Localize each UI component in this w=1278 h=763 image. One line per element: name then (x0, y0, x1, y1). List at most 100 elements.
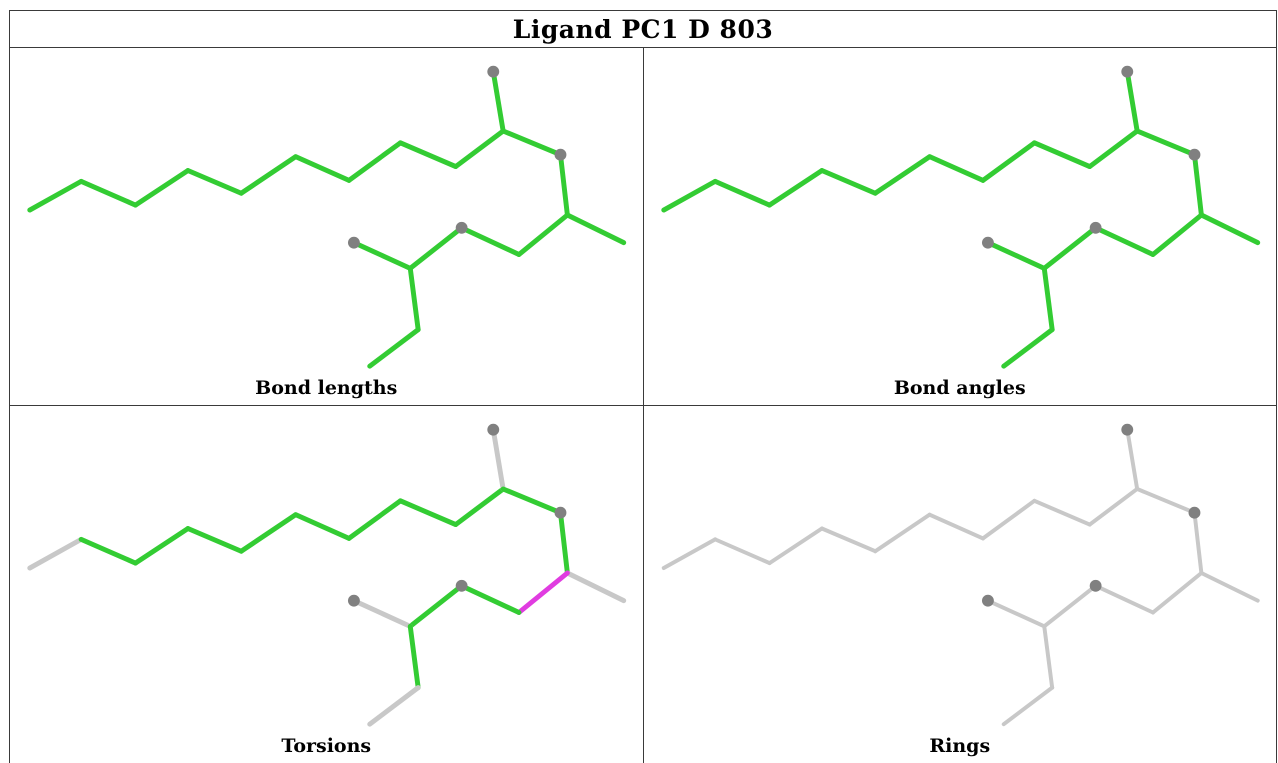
panel-row-bottom: Torsions Rings (10, 406, 1276, 763)
bond-c14-o4 (985, 598, 1046, 629)
bond-c10-o2 (500, 128, 563, 158)
bond-o3-c14 (1041, 225, 1098, 271)
bond-c7-c8 (346, 498, 403, 541)
bond-c14-c15 (1041, 624, 1054, 690)
atom-o3 (455, 221, 468, 234)
bond-c10-o1 (490, 427, 506, 492)
page-title: Ligand PC1 D 803 (10, 11, 1276, 48)
bond-c8-c9 (397, 140, 459, 170)
atom-o1 (487, 423, 500, 436)
bond-o2-c11 (1191, 510, 1203, 575)
bond-c4-c5 (185, 526, 244, 554)
bond-c10-o2 (500, 486, 563, 516)
atom-o3 (1089, 221, 1102, 234)
caption-rings: Rings (929, 735, 991, 757)
bond-c10-o2 (1134, 128, 1197, 158)
bond-c7-c8 (980, 140, 1037, 183)
bond-c10-o1 (1124, 69, 1140, 134)
molecule-torsions (27, 423, 627, 727)
atom-o1 (487, 65, 500, 78)
caption-torsions: Torsions (281, 735, 372, 757)
bond-c8-c9 (1031, 498, 1092, 527)
bond-c9-c10 (1086, 128, 1140, 170)
atom-o2 (1188, 506, 1200, 519)
atom-o4 (347, 236, 360, 249)
bond-c9-c10 (453, 128, 506, 170)
bond-c5-c6 (238, 154, 299, 196)
bond-o2-c11 (558, 510, 570, 576)
bond-c14-c15 (1041, 265, 1055, 333)
bond-c13-o3 (1092, 225, 1155, 257)
bond-c13-o3 (459, 225, 522, 257)
bond-o3-c14 (1041, 583, 1098, 629)
bond-c7-c8 (980, 498, 1036, 541)
bond-o2-c11 (558, 152, 570, 218)
panel-row-top: Bond lengths Bond angles (10, 48, 1276, 406)
bond-c11-c13 (1150, 571, 1203, 615)
bond-c8-c9 (397, 498, 459, 528)
bond-c1-c2 (27, 178, 84, 213)
bond-c4-c5 (185, 168, 244, 196)
molecule-bond-angles (660, 65, 1260, 369)
atom-o2 (554, 506, 567, 519)
bond-c4-c5 (818, 168, 878, 196)
bond-c11-c12 (564, 570, 627, 604)
bond-c10-o2 (1134, 486, 1196, 515)
bond-c14-o4 (984, 240, 1047, 271)
bond-c6-c7 (293, 512, 352, 541)
bond-c13-o3 (1093, 583, 1155, 615)
molecule-rings (661, 423, 1260, 727)
atom-o2 (1188, 148, 1200, 161)
bond-c1-c2 (27, 536, 84, 571)
bond-c5-c6 (872, 154, 932, 196)
panel-bond-angles: Bond angles (642, 48, 1277, 405)
bond-c9-c10 (1087, 486, 1139, 527)
bond-c6-c7 (926, 154, 985, 183)
bond-o3-c14 (407, 583, 465, 629)
bond-c11-c12 (1198, 571, 1260, 603)
bond-c9-c10 (453, 486, 506, 528)
bond-c3-c4 (767, 526, 824, 566)
bond-c15-c16 (367, 685, 421, 727)
bond-c11-c13 (516, 570, 570, 615)
atom-o1 (1120, 65, 1133, 78)
bond-c4-c5 (819, 526, 877, 554)
bond-c15-c16 (1001, 685, 1054, 727)
caption-bond-angles: Bond angles (893, 377, 1026, 399)
bond-c5-c6 (872, 512, 932, 554)
bond-c2-c3 (78, 536, 138, 566)
bond-c14-o4 (351, 598, 413, 629)
bond-c15-c16 (1000, 327, 1055, 369)
bond-c11-c13 (516, 212, 570, 257)
atom-o2 (554, 148, 567, 161)
atom-o4 (981, 236, 994, 249)
bond-c2-c3 (78, 178, 138, 208)
bond-c6-c7 (927, 512, 985, 541)
bond-c10-o1 (1124, 427, 1139, 491)
bond-c6-c7 (293, 154, 352, 183)
atom-o4 (981, 594, 994, 607)
bond-c11-c12 (1198, 212, 1260, 246)
bond-c5-c6 (238, 512, 299, 554)
atom-o1 (1120, 423, 1133, 436)
caption-bond-lengths: Bond lengths (255, 377, 398, 399)
bond-c3-c4 (133, 526, 191, 566)
bond-c3-c4 (766, 168, 824, 208)
bond-c2-c3 (712, 178, 772, 208)
bond-c13-o3 (459, 583, 522, 615)
bond-c11-c13 (1149, 212, 1204, 257)
bond-o3-c14 (407, 225, 465, 271)
panel-torsions: Torsions (10, 406, 643, 763)
bond-c2-c3 (712, 537, 771, 566)
bond-c10-o1 (490, 69, 506, 134)
panel-bond-lengths: Bond lengths (10, 48, 643, 405)
bond-c1-c2 (660, 178, 718, 213)
bond-c7-c8 (346, 140, 403, 183)
bond-c8-c9 (1031, 140, 1092, 170)
bond-c3-c4 (133, 168, 191, 208)
panel-rings: Rings (642, 406, 1277, 763)
bond-c15-c16 (367, 327, 421, 369)
bond-c14-c15 (407, 623, 421, 691)
bond-c14-c15 (407, 265, 421, 333)
atom-o4 (347, 594, 360, 607)
